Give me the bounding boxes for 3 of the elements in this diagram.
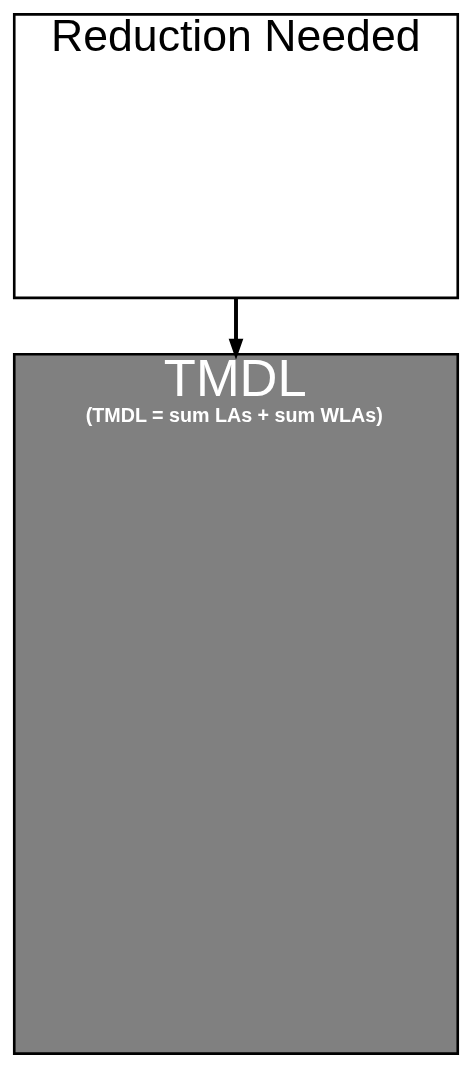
arrow [228,297,243,360]
node-box: TMDL (TMDL = sum LAs + sum WLAs) [12,352,459,1055]
node-box: Reduction Needed [12,13,459,300]
